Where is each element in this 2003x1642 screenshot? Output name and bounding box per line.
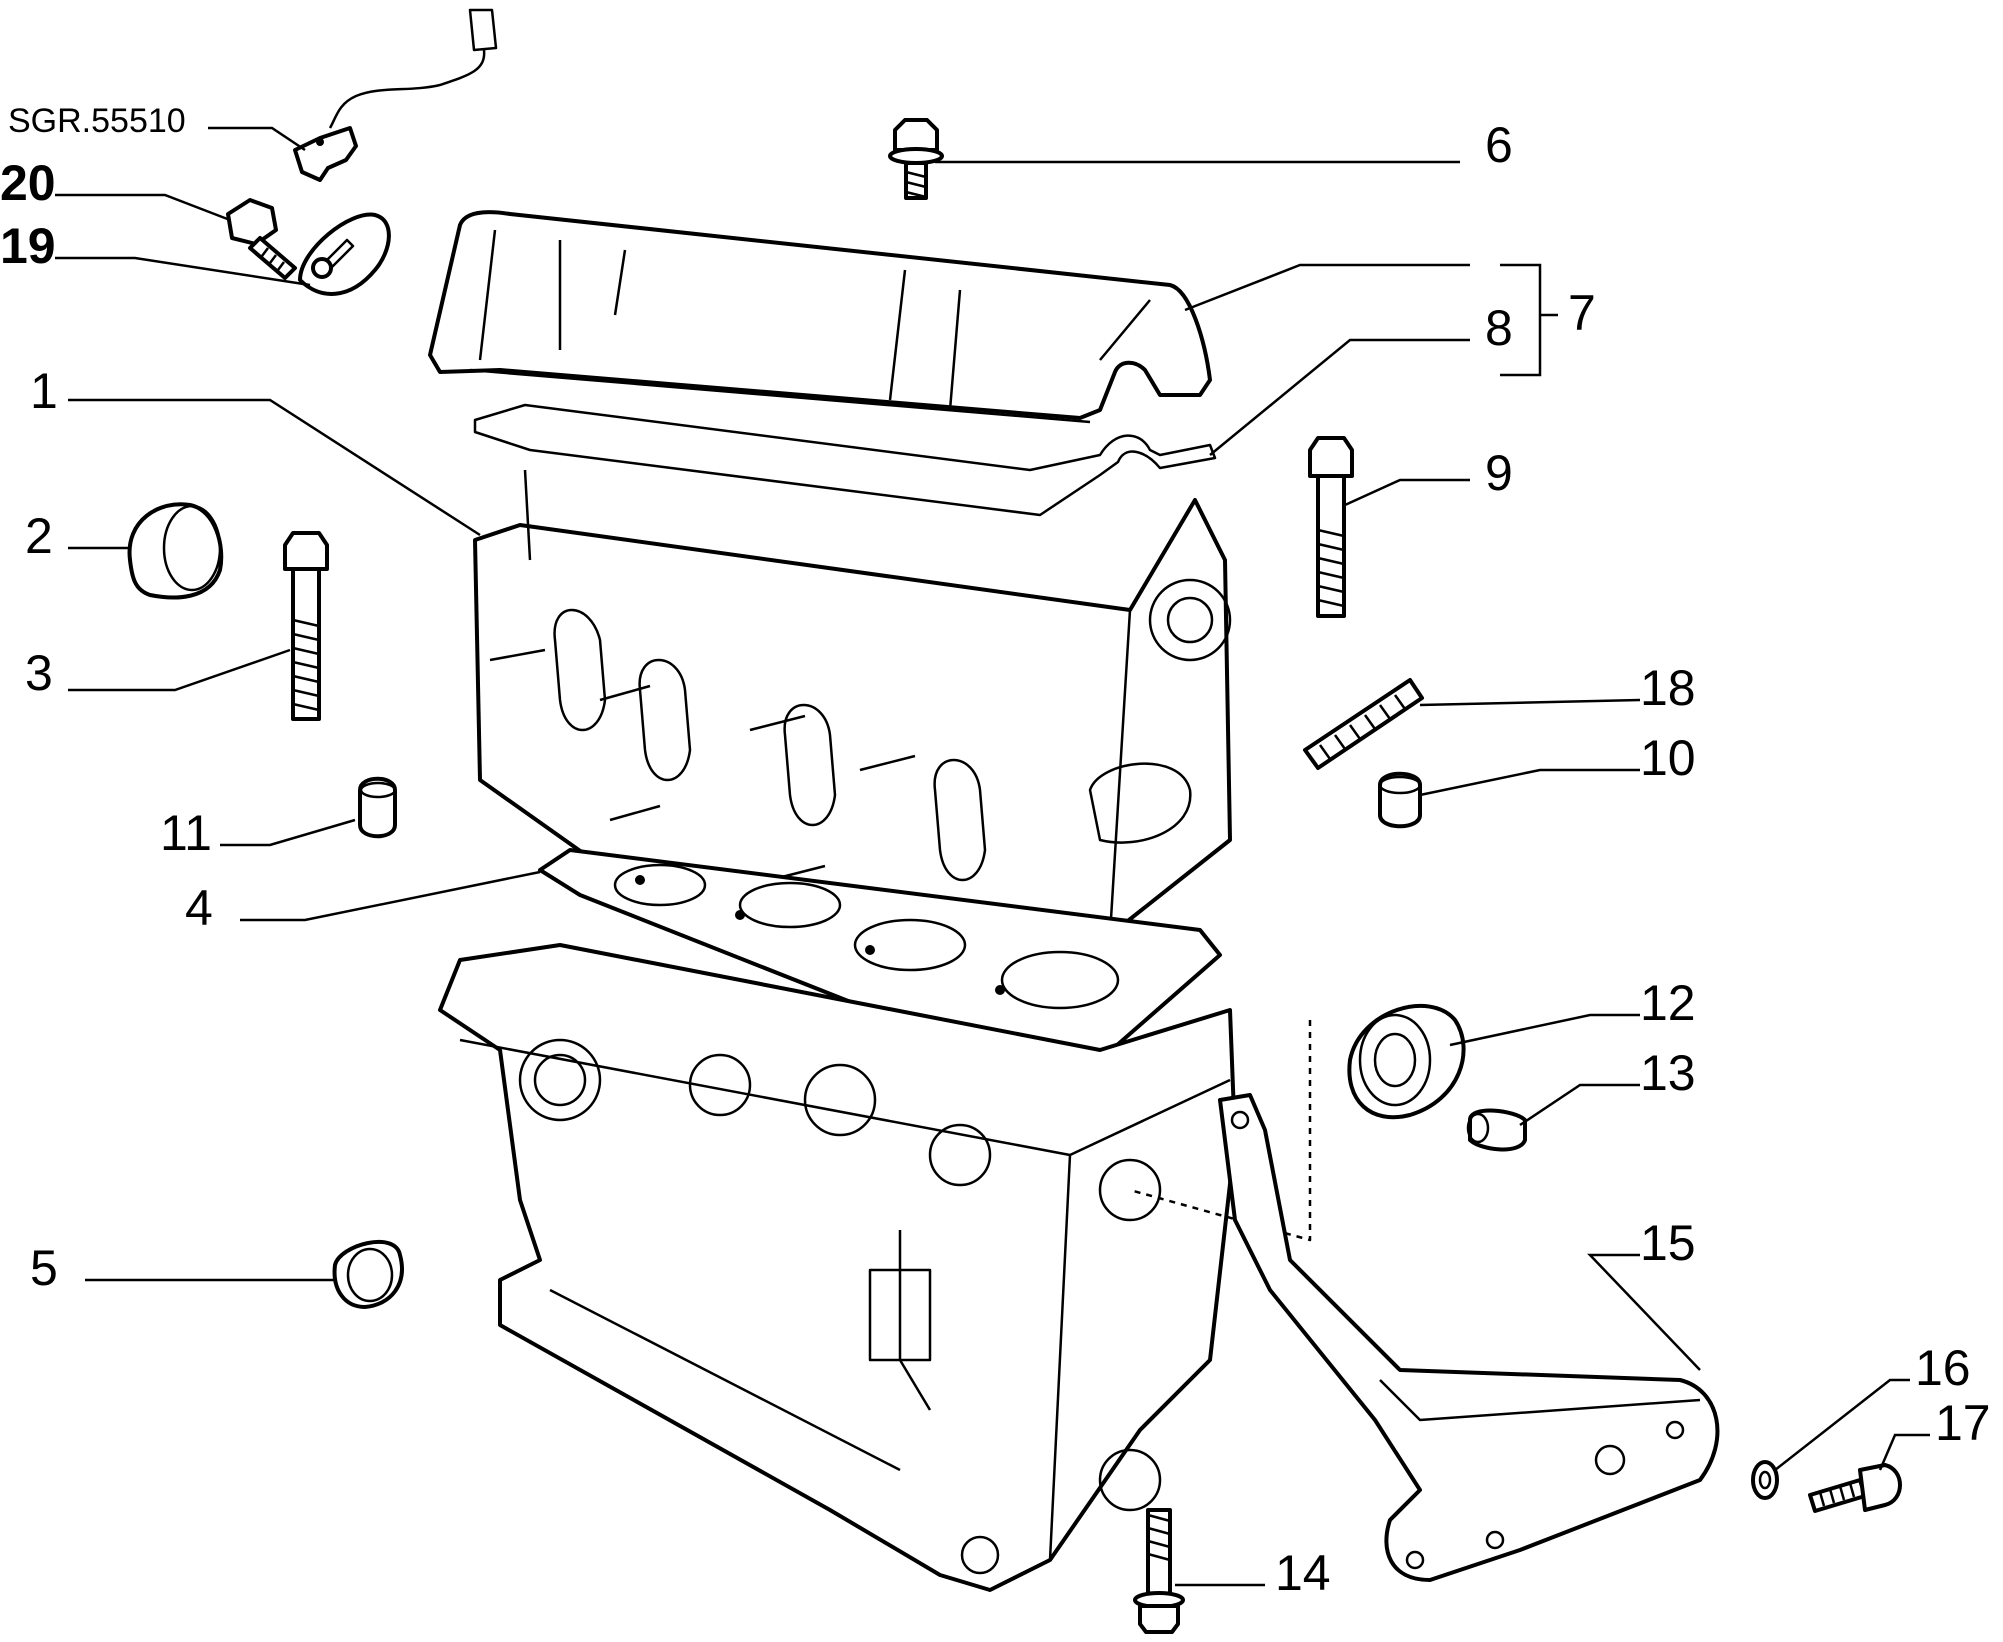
head-cover-part-7 bbox=[428, 210, 1212, 424]
callout-4: 4 bbox=[185, 880, 213, 936]
callout-6: 6 bbox=[1485, 117, 1513, 173]
plate-part-19 bbox=[298, 212, 391, 296]
bolt-part-9 bbox=[1308, 436, 1354, 618]
seal-part-5 bbox=[332, 1239, 404, 1309]
stud-part-18 bbox=[1303, 678, 1424, 770]
washer-part-16 bbox=[1751, 1460, 1779, 1500]
callout-10: 10 bbox=[1640, 730, 1696, 786]
engine-block-part bbox=[438, 943, 1237, 1592]
callout-13: 13 bbox=[1640, 1045, 1696, 1101]
dowel-part-11 bbox=[358, 776, 397, 839]
plug-part-13 bbox=[1466, 1108, 1527, 1152]
callout-5: 5 bbox=[30, 1240, 58, 1296]
callout-19: 19 bbox=[0, 218, 56, 274]
seal-part-12 bbox=[1347, 1003, 1466, 1120]
callout-11: 11 bbox=[160, 805, 212, 861]
callout-8: 8 bbox=[1485, 300, 1513, 356]
cap-part-2 bbox=[127, 502, 224, 600]
dashed-leader bbox=[1129, 1020, 1312, 1242]
reference-label: SGR.55510 bbox=[8, 102, 186, 140]
bolt-part-20 bbox=[226, 198, 297, 280]
head-gasket-part-4 bbox=[538, 848, 1222, 1067]
bolt-part-14 bbox=[1133, 1508, 1185, 1634]
sensor-part bbox=[293, 8, 498, 182]
bracket-part-15 bbox=[1218, 1093, 1720, 1582]
callout-2: 2 bbox=[25, 508, 53, 564]
dowel-part-10 bbox=[1378, 771, 1422, 829]
callout-12: 12 bbox=[1640, 975, 1696, 1031]
callout-20: 20 bbox=[0, 155, 56, 211]
callout-15: 15 bbox=[1640, 1215, 1696, 1271]
bolt-part-17 bbox=[1808, 1463, 1902, 1513]
callout-16: 16 bbox=[1915, 1340, 1971, 1396]
callout-14: 14 bbox=[1275, 1545, 1331, 1601]
cylinder-head-part-1 bbox=[473, 469, 1232, 937]
bolt-part-6 bbox=[888, 118, 944, 200]
callout-18: 18 bbox=[1640, 660, 1696, 716]
cover-gasket-part-8 bbox=[473, 403, 1217, 517]
callout-3: 3 bbox=[25, 645, 53, 701]
bolt-part-3 bbox=[283, 531, 329, 721]
callout-7: 7 bbox=[1568, 285, 1596, 341]
callout-9: 9 bbox=[1485, 445, 1513, 501]
leader-lines bbox=[55, 126, 1930, 1587]
callout-1: 1 bbox=[30, 363, 58, 419]
callout-17: 17 bbox=[1935, 1395, 1991, 1451]
